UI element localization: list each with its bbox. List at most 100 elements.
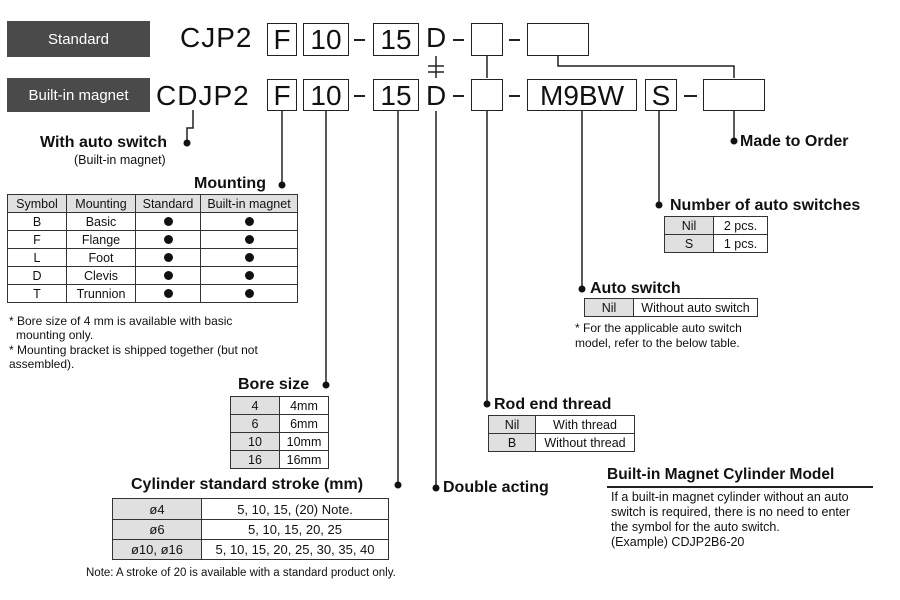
table-cell: 10mm (279, 432, 329, 451)
available-dot (163, 216, 173, 226)
table-cell (135, 248, 201, 267)
table-cell: B (7, 212, 67, 231)
table-cell: With thread (535, 415, 635, 434)
table-cell: F (7, 230, 67, 249)
rod-end-heading: Rod end thread (494, 396, 612, 413)
auto-switch-model-heading: Auto switch (590, 280, 681, 297)
builtin-made-to-order-box (703, 79, 765, 111)
table-cell (135, 284, 201, 303)
table-cell: D (7, 266, 67, 285)
standard-badge: Standard (7, 21, 150, 57)
header-cell: Built-in magnet (200, 194, 298, 213)
table-header-row: Symbol Mounting Standard Built-in magnet (7, 194, 298, 213)
auto-switch-note: model, refer to the below table. (575, 336, 740, 350)
dash (354, 95, 365, 97)
dash (509, 39, 520, 41)
table-cell: Nil (584, 298, 634, 317)
available-dot (244, 252, 254, 262)
table-cell: 5, 10, 15, 20, 25, 30, 35, 40 (201, 539, 389, 560)
available-dot (163, 234, 173, 244)
builtin-model-text: (Example) CDJP2B6-20 (611, 535, 745, 549)
builtin-model-text: If a built-in magnet cylinder without an… (611, 490, 849, 504)
table-cell: ø4 (112, 498, 202, 520)
dash (684, 95, 697, 97)
stroke-note: Note: A stroke of 20 is available with a… (86, 567, 396, 579)
mounting-heading: Mounting (194, 175, 266, 192)
standard-bore-box: 10 (303, 23, 349, 56)
auto-switch-subheading: (Built-in magnet) (74, 153, 166, 167)
table-cell: Nil (664, 216, 714, 235)
builtin-rod-end-box (471, 79, 503, 111)
table-cell: L (7, 248, 67, 267)
builtin-model-heading: Built-in Magnet Cylinder Model (607, 466, 835, 483)
available-dot (244, 270, 254, 280)
available-dot (163, 288, 173, 298)
table-cell: Without thread (535, 433, 635, 452)
table-cell (200, 230, 298, 249)
leader-auto-switch (186, 110, 194, 143)
header-cell: Mounting (66, 194, 136, 213)
made-to-order-label: Made to Order (740, 133, 849, 150)
standard-stroke-box: 15 (373, 23, 419, 56)
builtin-mounting-box: F (267, 79, 297, 111)
divider (607, 486, 873, 488)
standard-mounting-box: F (267, 23, 297, 56)
table-cell: Nil (488, 415, 536, 434)
table-cell: ø10, ø16 (112, 539, 202, 560)
available-dot (244, 288, 254, 298)
table-cell: Clevis (66, 266, 136, 285)
table-cell: 6 (230, 414, 280, 433)
available-dot (244, 234, 254, 244)
table-cell: Basic (66, 212, 136, 231)
table-cell (200, 266, 298, 285)
builtin-switch-box: M9BW (527, 79, 637, 111)
mounting-table: Symbol Mounting Standard Built-in magnet… (7, 194, 298, 303)
double-acting-label: Double acting (443, 479, 549, 496)
builtin-action-code: D (426, 80, 448, 111)
table-cell: Foot (66, 248, 136, 267)
builtin-stroke-box: 15 (373, 79, 419, 111)
standard-prefix: CJP2 (180, 22, 253, 53)
available-dot (163, 252, 173, 262)
available-dot (244, 216, 254, 226)
dash (509, 95, 520, 97)
table-cell: T (7, 284, 67, 303)
table-cell: 16mm (279, 450, 329, 469)
standard-rod-end-box (471, 23, 503, 56)
table-cell: Without auto switch (633, 298, 758, 317)
dash (453, 95, 464, 97)
table-cell: 6mm (279, 414, 329, 433)
table-cell: Flange (66, 230, 136, 249)
mounting-note: * Bore size of 4 mm is available with ba… (9, 314, 233, 328)
table-cell: 4mm (279, 396, 329, 415)
mounting-note: assembled). (9, 357, 75, 371)
table-cell: 16 (230, 450, 280, 469)
table-cell (200, 284, 298, 303)
standard-made-to-order-box (527, 23, 589, 56)
builtin-prefix: CDJP2 (156, 80, 250, 111)
builtin-model-text: the symbol for the auto switch. (611, 520, 780, 534)
table-cell: S (664, 234, 714, 253)
num-switches-heading: Number of auto switches (670, 197, 861, 214)
auto-switch-heading: With auto switch (40, 134, 167, 151)
bore-heading: Bore size (238, 376, 310, 393)
table-cell: Trunnion (66, 284, 136, 303)
header-cell: Standard (135, 194, 201, 213)
